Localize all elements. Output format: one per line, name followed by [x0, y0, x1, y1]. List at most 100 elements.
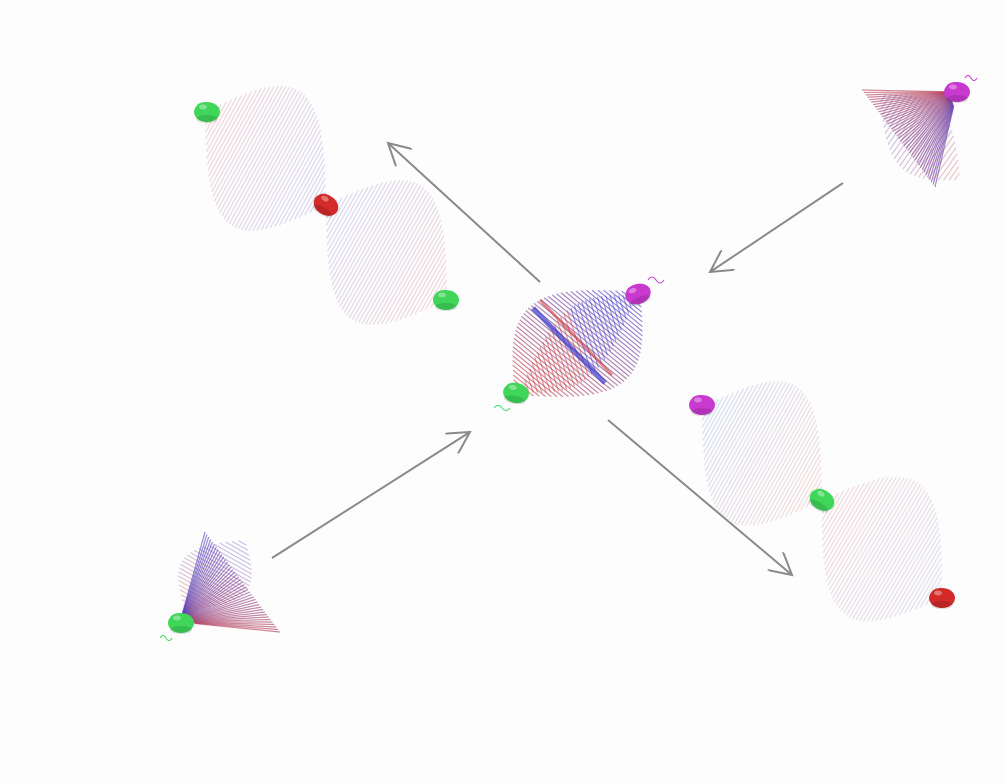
- filament: [346, 185, 422, 316]
- filament: [795, 466, 822, 513]
- filament: [183, 564, 230, 618]
- filament: [234, 97, 308, 228]
- filament: [334, 179, 401, 295]
- arrow-center-to-bottom-right: [607, 419, 792, 575]
- filament: [376, 214, 441, 325]
- filament: [770, 435, 820, 523]
- filament: [823, 481, 871, 559]
- filament: [425, 272, 447, 311]
- filament: [824, 478, 880, 571]
- filament: [194, 549, 251, 583]
- filament: [883, 94, 908, 128]
- filament: [183, 561, 228, 618]
- filament: [190, 608, 264, 621]
- filament: [205, 101, 227, 140]
- spindle-center: [493, 276, 665, 411]
- filament: [414, 259, 447, 315]
- tail-squiggle: [159, 635, 173, 641]
- filament: [826, 477, 889, 581]
- filament: [221, 87, 294, 217]
- arrow-center-to-top-left: [388, 143, 541, 283]
- filament: [361, 198, 434, 324]
- filament: [821, 486, 855, 541]
- filament: [212, 86, 275, 198]
- filament: [881, 93, 952, 118]
- filament: [565, 291, 641, 354]
- filament: [209, 88, 262, 182]
- filament: [372, 210, 439, 326]
- filament: [341, 182, 415, 311]
- filament: [202, 546, 253, 575]
- filament: [740, 402, 811, 526]
- filament: [228, 92, 303, 225]
- filament: [702, 394, 729, 441]
- filament: [874, 92, 952, 108]
- filament: [830, 476, 901, 595]
- filament: [187, 591, 251, 620]
- filament: [880, 94, 892, 109]
- filament: [932, 147, 957, 181]
- filament: [219, 86, 290, 214]
- filament: [330, 181, 388, 281]
- filament: [613, 295, 625, 326]
- filament: [918, 101, 953, 166]
- filament: [531, 362, 543, 393]
- double-spindle-top-left: [194, 85, 459, 326]
- filament: [274, 140, 323, 228]
- filament: [183, 566, 232, 618]
- filament: [617, 295, 627, 320]
- filament: [566, 310, 590, 378]
- filament: [326, 190, 359, 246]
- filament: [907, 98, 952, 152]
- filament: [177, 575, 228, 604]
- filament: [521, 316, 612, 390]
- filament: [219, 542, 251, 561]
- filament: [217, 86, 287, 210]
- filament: [932, 105, 955, 185]
- filament: [205, 99, 232, 146]
- filament: [916, 100, 953, 164]
- filament: [912, 99, 953, 159]
- filament: [896, 95, 952, 137]
- filament: [703, 388, 745, 460]
- filament: [186, 586, 247, 619]
- filament: [789, 459, 822, 515]
- filament: [909, 557, 943, 612]
- filament: [193, 622, 277, 628]
- filament: [185, 576, 240, 619]
- filament: [884, 95, 913, 134]
- filament: [591, 289, 643, 332]
- filament: [332, 180, 397, 291]
- filament: [189, 601, 258, 621]
- filament: [241, 103, 312, 231]
- filament: [184, 574, 238, 619]
- filament: [188, 598, 256, 620]
- filament: [188, 596, 254, 620]
- filament: [913, 124, 951, 177]
- filament: [876, 92, 952, 110]
- filament: [879, 522, 939, 621]
- filament: [717, 382, 791, 512]
- filament: [187, 588, 249, 620]
- filament: [225, 541, 250, 556]
- filament: [866, 507, 936, 622]
- filament: [182, 549, 219, 618]
- filament: [605, 295, 620, 337]
- filament: [927, 103, 954, 178]
- filament: [529, 368, 539, 393]
- filament: [563, 313, 586, 381]
- filament: [545, 336, 564, 391]
- filament: [534, 357, 547, 393]
- filament: [903, 97, 952, 147]
- filament: [335, 179, 405, 300]
- filament: [923, 102, 954, 173]
- filament: [828, 476, 898, 591]
- filament: [180, 594, 205, 609]
- filament: [283, 152, 325, 224]
- filament: [930, 104, 954, 183]
- filament: [288, 158, 325, 222]
- filament: [192, 618, 271, 623]
- filament: [904, 551, 942, 614]
- filament: [902, 112, 944, 170]
